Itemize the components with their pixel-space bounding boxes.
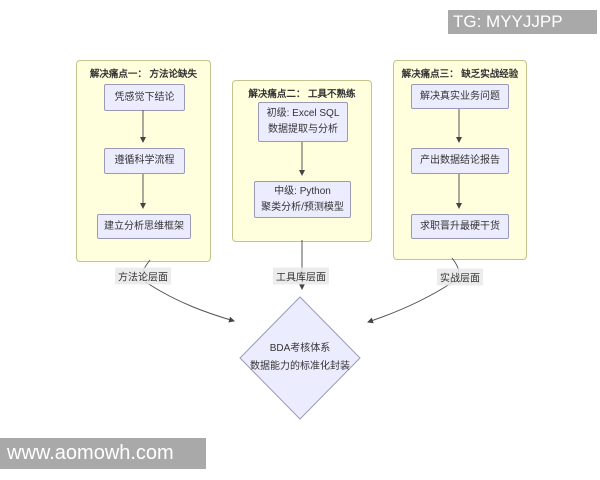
subgraph-practice: 解决痛点三： 缺乏实战经验 解决真实业务问题 产出数据结论报告 求职晋升最硬干货 (393, 60, 527, 260)
flow-node: 求职晋升最硬干货 (411, 214, 509, 239)
flow-node: 初级: Excel SQL 数据提取与分析 (258, 102, 348, 142)
diamond-label: BDA考核体系 数据能力的标准化封装 (250, 343, 350, 372)
subgraph-title: 解决痛点三： 缺乏实战经验 (401, 69, 519, 80)
flow-node: 产出数据结论报告 (411, 148, 509, 174)
flow-node: 中级: Python 聚类分析/预测模型 (254, 181, 351, 218)
subgraph-title: 解决痛点二： 工具不熟练 (248, 89, 356, 100)
flow-node: 建立分析思维框架 (97, 214, 191, 239)
flow-node: 凭感觉下结论 (104, 84, 185, 111)
subgraph-methodology: 解决痛点一： 方法论缺失 凭感觉下结论 遵循科学流程 建立分析思维框架 (76, 60, 211, 262)
edge-label-tools: 工具库层面 (273, 267, 329, 285)
flow-node: 解决真实业务问题 (411, 84, 509, 109)
edge-label-practice: 实战层面 (437, 268, 483, 286)
watermark-website: www.aomowh.com (0, 438, 206, 469)
watermark-telegram: TG: MYYJJPP (448, 10, 597, 34)
subgraph-title: 解决痛点一： 方法论缺失 (89, 69, 198, 80)
edge-label-methodology: 方法论层面 (115, 267, 171, 285)
flow-node: 遵循科学流程 (104, 148, 185, 174)
diamond-shape (239, 296, 361, 420)
